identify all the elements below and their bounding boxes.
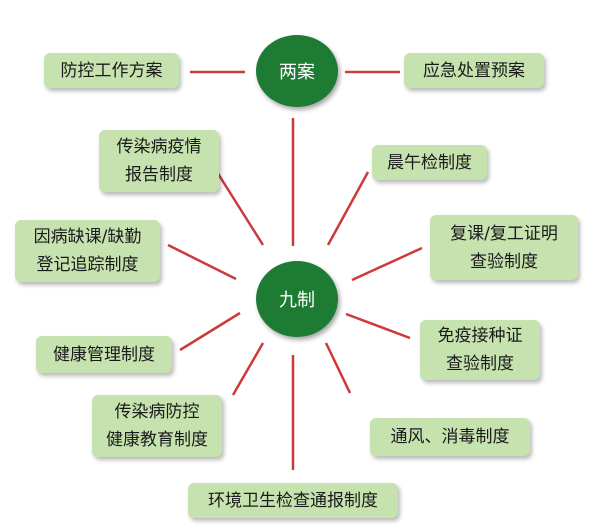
connector-spoke-ventilation [324,342,352,394]
system-box-line: 传染病疫情 [116,137,202,157]
plan-box-emergency-response: 应急处置预案 [404,53,544,88]
hub-nine-systems-label: 九制 [279,290,315,311]
system-box-line: 复课/复工证明 [450,223,558,244]
system-box-line: 晨午检制度 [387,152,472,173]
system-box-epidemic-reporting: 传染病疫情 报告制度 [99,130,219,192]
hub-two-plans: 两案 [256,35,338,107]
system-box-line: 通风、消毒制度 [390,427,510,447]
hub-two-plans-label: 两案 [279,62,315,83]
system-box-environmental-inspection: 环境卫生检查通报制度 [188,483,398,518]
system-box-line: 查验制度 [446,354,514,374]
connector-spoke-vaccination [345,312,411,340]
system-box-line: 健康教育制度 [106,430,208,450]
system-box-line: 查验制度 [470,251,538,272]
system-box-health-management: 健康管理制度 [36,336,172,373]
system-box-absence-tracking: 因病缺课/缺勤 登记追踪制度 [15,220,160,282]
system-box-line: 免疫接种证 [437,326,523,346]
system-box-ventilation-disinfection: 通风、消毒制度 [370,418,530,456]
connector-spoke-morning-check [326,171,370,246]
connector-spoke-health-management [179,311,241,352]
system-box-line: 传染病防控 [114,402,200,422]
system-box-line: 健康管理制度 [53,344,155,365]
plan-box-line: 应急处置预案 [423,60,525,81]
system-box-return-certificate-check: 复课/复工证明 查验制度 [430,215,578,280]
system-box-health-education: 传染病防控 健康教育制度 [92,395,222,457]
system-box-line: 环境卫生检查通报制度 [208,490,378,511]
plan-box-prevention-control: 防控工作方案 [44,53,179,88]
plan-box-line: 防控工作方案 [60,60,163,81]
connector-spoke-health-education [231,342,265,396]
hub-nine-systems: 九制 [256,261,338,337]
system-box-line: 因病缺课/缺勤 [33,227,142,247]
connector-spoke-return-certificate [351,246,423,282]
system-box-morning-afternoon-check: 晨午检制度 [372,145,487,180]
system-box-line: 登记追踪制度 [36,255,139,275]
system-box-vaccination-check: 免疫接种证 查验制度 [420,320,540,380]
connector-spoke-absence-tracking [167,243,237,281]
system-box-line: 报告制度 [125,165,193,185]
connector-spoke-epidemic-reporting [215,171,265,246]
